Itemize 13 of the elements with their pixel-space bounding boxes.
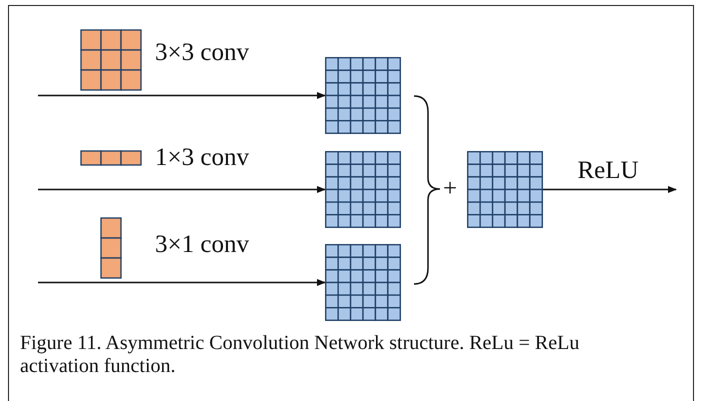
- figure-caption: Figure 11. Asymmetric Convolution Network structure. ReLu = ReLu activation function.: [20, 332, 580, 378]
- plus-sign: +: [443, 176, 458, 201]
- kernel-label: 3×1 conv: [155, 232, 249, 257]
- arrow: [38, 92, 326, 100]
- feature-map-grid: [325, 57, 401, 134]
- arrow: [38, 186, 326, 194]
- kernel-label: 1×3 conv: [155, 145, 249, 170]
- kernel-label: 3×3 conv: [155, 40, 249, 65]
- feature-map-grid: [325, 244, 401, 321]
- arrow: [543, 186, 677, 194]
- feature-map-grid: [467, 151, 543, 228]
- feature-map-grid: [325, 151, 401, 228]
- arrow: [38, 278, 326, 286]
